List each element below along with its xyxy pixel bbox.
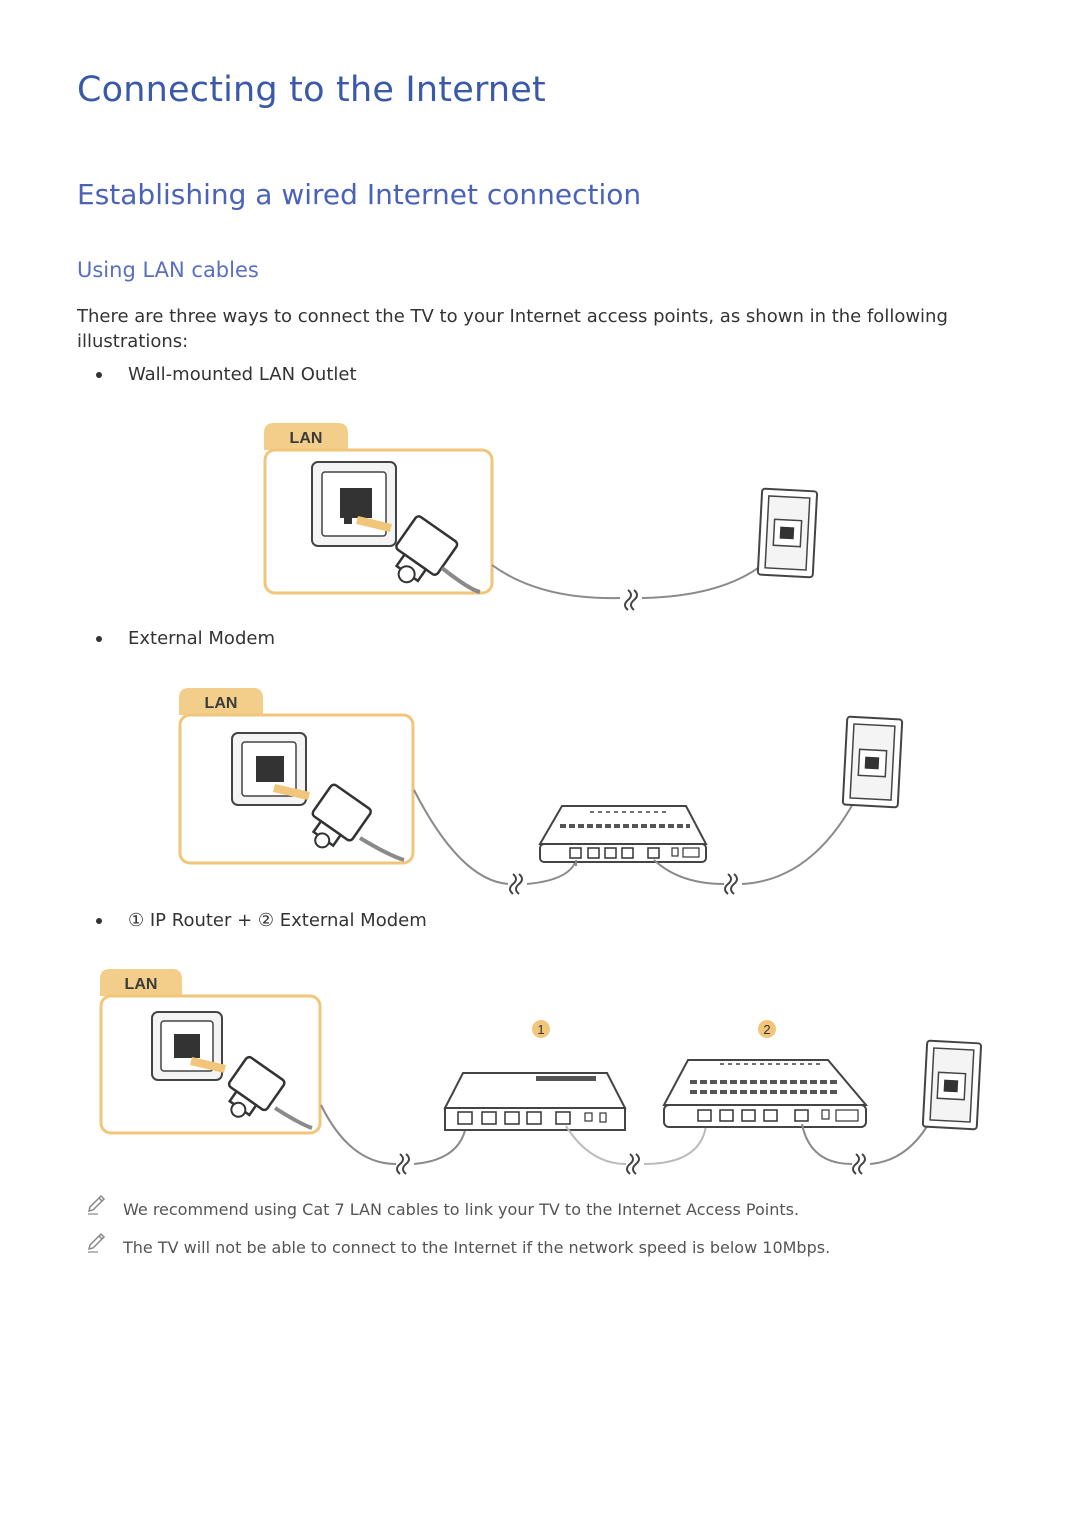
- lan-badge-label: LAN: [290, 430, 323, 447]
- cable-break-icon: [509, 873, 517, 895]
- tv-lan-port-icon: [311, 461, 397, 547]
- insert-arrow-icon: [356, 516, 392, 532]
- pencil-note-icon: [87, 1232, 106, 1253]
- modem-icon: [538, 805, 708, 863]
- marker-2-icon: 2: [758, 1020, 776, 1038]
- lan-cable: [413, 789, 509, 885]
- lan-badge: LAN: [264, 423, 348, 450]
- cable-break-icon: [724, 873, 732, 895]
- rj45-plug-icon: [394, 515, 459, 584]
- router-and-modem-diagram: LAN 1 2: [99, 969, 983, 1175]
- subsection-title: Using LAN cables: [77, 258, 259, 282]
- bullet-dot-icon: [96, 636, 102, 642]
- wall-outlet-icon: [841, 715, 904, 809]
- tv-lan-port-icon: [231, 732, 307, 806]
- cable-break-icon: [852, 1153, 860, 1175]
- bullet-dot-icon: [96, 372, 102, 378]
- lan-badge: LAN: [100, 969, 182, 996]
- wall-outlet-icon: [756, 487, 819, 579]
- lan-cable: [320, 1104, 397, 1165]
- page-title: Connecting to the Internet: [77, 70, 546, 110]
- lan-badge-label: LAN: [125, 976, 158, 993]
- lan-badge: LAN: [179, 688, 263, 715]
- ip-router-icon: [443, 1072, 627, 1131]
- lan-cable: [491, 564, 621, 600]
- external-modem-diagram: LAN: [178, 688, 904, 895]
- cable-break-icon: [396, 1153, 404, 1175]
- marker-1-icon: 1: [532, 1020, 550, 1038]
- cable-break-icon: [626, 1153, 634, 1175]
- marker-label: 2: [763, 1022, 770, 1037]
- wall-outlet-icon: [921, 1039, 983, 1131]
- intro-paragraph: There are three ways to connect the TV t…: [77, 306, 948, 352]
- insert-arrow-icon: [190, 1057, 226, 1073]
- option-label: ① IP Router + ② External Modem: [128, 910, 427, 931]
- section-title: Establishing a wired Internet connection: [77, 178, 642, 211]
- cable-break-icon: [624, 589, 632, 611]
- option-label: External Modem: [128, 628, 275, 649]
- note-text: The TV will not be able to connect to th…: [123, 1238, 831, 1257]
- modem-icon: [662, 1059, 869, 1128]
- bullet-dot-icon: [96, 918, 102, 924]
- marker-label: 1: [537, 1022, 544, 1037]
- lan-badge-label: LAN: [205, 695, 238, 712]
- option-label: Wall-mounted LAN Outlet: [128, 364, 357, 385]
- note-text: We recommend using Cat 7 LAN cables to l…: [123, 1200, 800, 1219]
- rj45-plug-icon: [227, 1055, 286, 1118]
- pencil-note-icon: [87, 1194, 106, 1215]
- rj45-plug-icon: [311, 783, 372, 849]
- insert-arrow-icon: [273, 784, 310, 800]
- wall-outlet-diagram: LAN: [263, 423, 819, 611]
